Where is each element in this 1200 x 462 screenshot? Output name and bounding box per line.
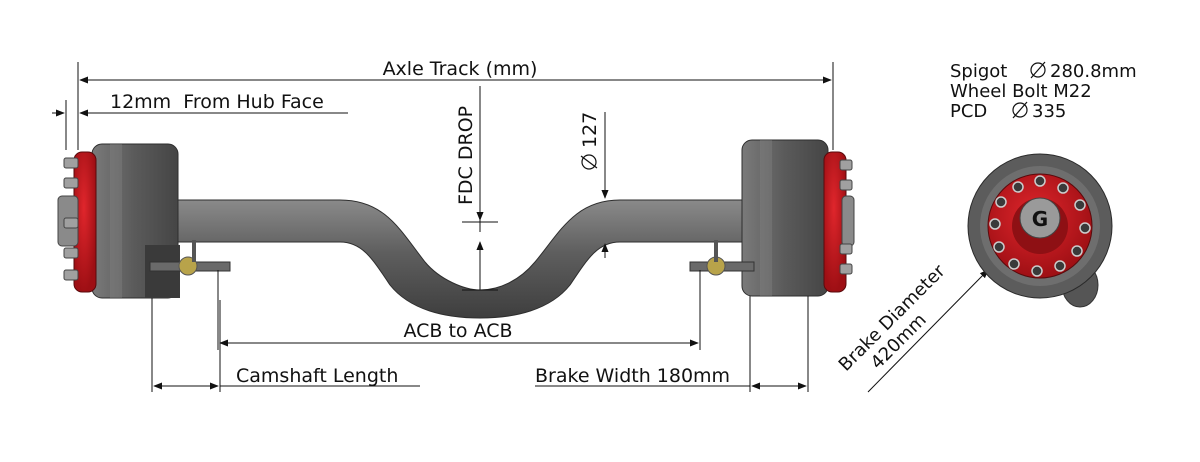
wheel-bolt-label: Wheel Bolt M22 bbox=[950, 81, 1092, 102]
axle-track-label: Axle Track (mm) bbox=[383, 58, 538, 80]
axle-tube bbox=[169, 199, 751, 319]
tube-diameter-label: 127 bbox=[579, 112, 601, 170]
tube-diameter-value: 127 bbox=[579, 112, 601, 148]
end-view-studs bbox=[989, 175, 1091, 277]
spigot-value: 280.8mm bbox=[1050, 61, 1137, 82]
spigot-diameter-symbol bbox=[1030, 61, 1046, 79]
fdc-drop-label: FDC DROP bbox=[455, 106, 477, 205]
acb-to-acb-label: ACB to ACB bbox=[403, 320, 512, 342]
pcd-label: PCD bbox=[950, 101, 987, 122]
camshaft-length-label: Camshaft Length bbox=[236, 365, 398, 387]
left-brake-drum bbox=[91, 143, 180, 299]
hub-logo: G bbox=[1032, 207, 1048, 231]
right-wheel-studs bbox=[839, 159, 853, 275]
pcd-diameter-symbol bbox=[1012, 101, 1028, 119]
left-camshaft bbox=[149, 240, 231, 276]
brake-width-label: Brake Width 180mm bbox=[535, 365, 730, 387]
left-hub bbox=[57, 151, 97, 293]
pcd-value: 335 bbox=[1032, 101, 1066, 122]
axle-beam bbox=[169, 199, 751, 319]
hub-end-view: G bbox=[967, 153, 1113, 308]
spigot-label: Spigot bbox=[950, 61, 1007, 82]
right-brake-drum bbox=[741, 139, 829, 297]
hub-offset-label: 12mm From Hub Face bbox=[110, 91, 324, 113]
dimension-lines bbox=[52, 62, 989, 393]
left-wheel-studs bbox=[63, 157, 79, 281]
right-camshaft bbox=[689, 240, 755, 276]
